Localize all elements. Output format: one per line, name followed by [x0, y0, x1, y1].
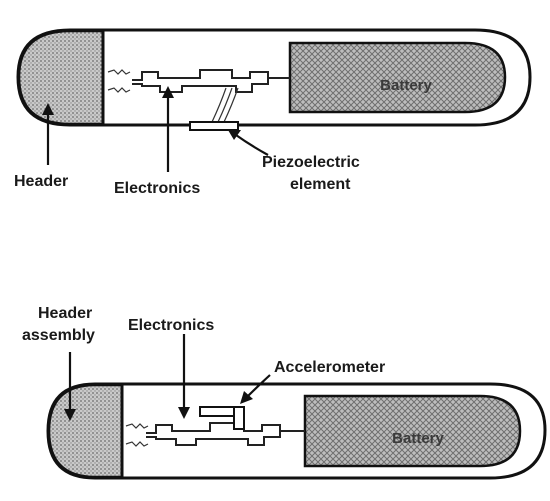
bottom-accelerometer	[199, 406, 245, 430]
top-device: Battery Header Electronics Piezoelectric…	[14, 28, 532, 197]
bottom-header-block	[47, 383, 124, 479]
bottom-electronics-label: Electronics	[128, 317, 214, 334]
top-piezo-element	[189, 121, 239, 131]
bottom-header-label-line1: Header	[38, 305, 92, 322]
bottom-battery	[303, 394, 522, 468]
bottom-accelerometer-label: Accelerometer	[274, 359, 385, 376]
top-piezo-label-line2: element	[290, 176, 351, 193]
top-header-label: Header	[14, 173, 68, 190]
top-battery-label: Battery	[380, 77, 432, 94]
top-header-block	[17, 29, 105, 126]
bottom-device: Battery Header assembly Electronics Acce…	[22, 305, 547, 480]
bottom-battery-label: Battery	[392, 430, 444, 447]
top-electronics-label: Electronics	[114, 180, 200, 197]
bottom-header-label-line2: assembly	[22, 327, 95, 344]
top-battery	[288, 41, 507, 114]
top-piezo-label-line1: Piezoelectric	[262, 154, 360, 171]
